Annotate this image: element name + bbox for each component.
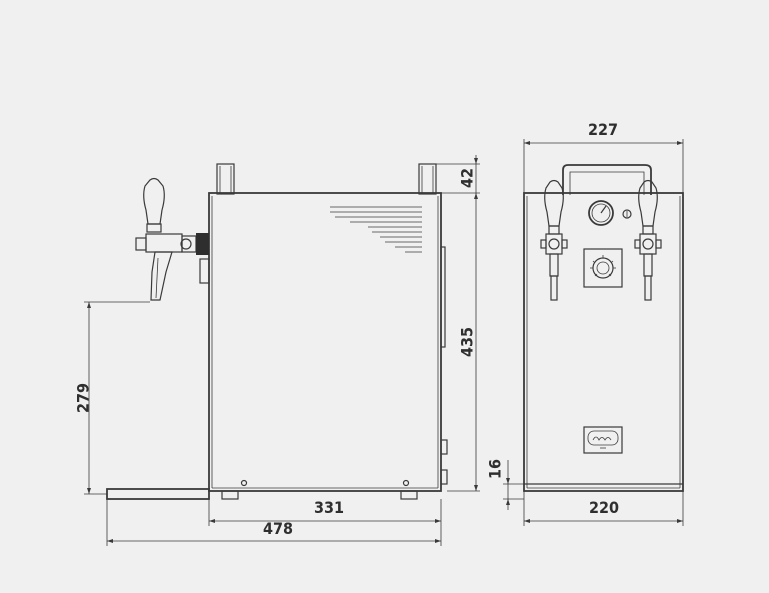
dim-label-tap-height: 279 <box>74 383 93 413</box>
front-tap-left <box>540 179 568 301</box>
side-back-fitting-bottom-1 <box>440 439 448 455</box>
dim-label-front-base-width: 220 <box>589 498 619 517</box>
front-tap-right <box>634 179 662 301</box>
front-handle <box>562 164 652 195</box>
dimension-lines <box>84 139 684 546</box>
front-body <box>523 192 684 492</box>
dim-label-depth: 331 <box>314 498 344 517</box>
side-tap-spout <box>150 251 173 301</box>
side-top-connector-right <box>418 163 437 195</box>
side-tap-handle <box>143 177 165 225</box>
side-foot-left <box>221 490 239 500</box>
side-top-connector-left <box>216 163 235 195</box>
dim-label-front-top-width: 227 <box>588 120 618 139</box>
dim-label-foot-height: 16 <box>486 459 505 479</box>
front-screw <box>622 209 632 219</box>
side-drip-tray <box>106 488 210 500</box>
dim-label-total-depth: 478 <box>263 519 293 538</box>
side-tap <box>135 177 210 301</box>
thermostat-panel <box>583 248 623 288</box>
side-screw-left <box>240 479 248 487</box>
dimension-labels: 279 42 435 16 331 478 227 220 <box>74 120 620 538</box>
side-tap-black-ring <box>196 233 209 255</box>
front-view <box>523 164 684 492</box>
dim-label-height: 435 <box>458 327 477 357</box>
pressure-gauge-icon <box>588 200 614 226</box>
side-foot-right <box>400 490 418 500</box>
side-back-fitting-bottom-2 <box>440 469 448 485</box>
side-body <box>208 192 442 492</box>
side-back-fitting-top <box>440 246 446 348</box>
side-screw-right <box>402 479 410 487</box>
thermostat-knob-icon <box>590 255 616 279</box>
brand-logo-plate <box>583 426 623 454</box>
side-vent-slots <box>330 206 422 253</box>
side-view <box>106 163 448 500</box>
dim-label-overhang: 42 <box>458 168 477 188</box>
